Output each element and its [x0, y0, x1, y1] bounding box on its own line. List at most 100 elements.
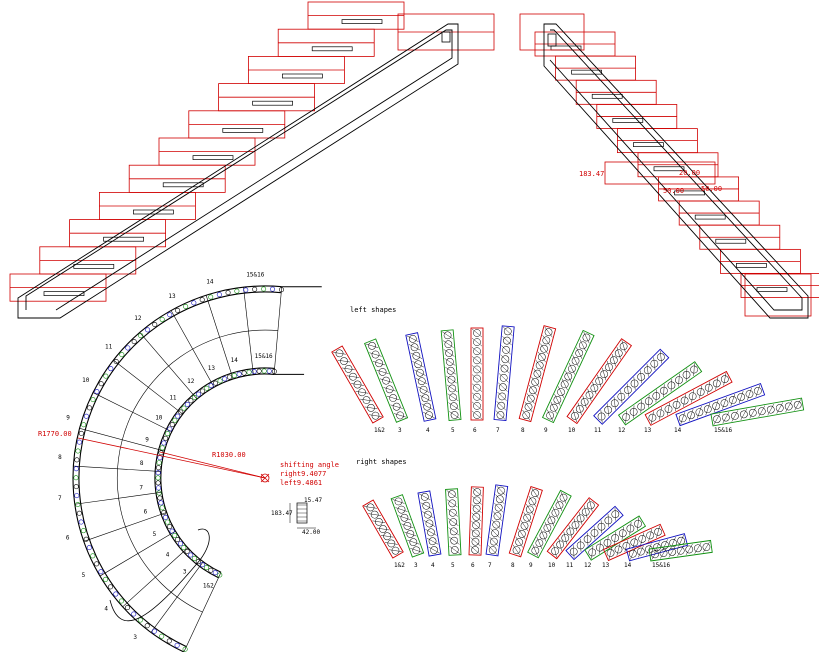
strip-hole	[403, 522, 412, 530]
strip-hole	[646, 531, 655, 540]
strip-cross	[470, 529, 481, 538]
strip-cross	[660, 350, 662, 364]
outer-baluster	[124, 605, 130, 611]
strip-hole	[704, 383, 713, 392]
strip-cross	[368, 513, 382, 516]
strip-cross	[620, 390, 623, 404]
strip-hole	[471, 529, 480, 538]
strip-hole	[450, 536, 459, 545]
outer-baluster	[278, 287, 284, 293]
strip-cross	[425, 529, 437, 536]
strip-cross	[522, 409, 531, 421]
strip-cross	[502, 336, 512, 346]
strip-cross	[614, 531, 617, 545]
strip-label: 8	[521, 427, 525, 434]
strip-hole	[603, 538, 612, 547]
strip-hole	[528, 497, 537, 506]
strip-hole	[449, 402, 458, 411]
strip-cross	[723, 372, 727, 386]
strip-hole	[444, 340, 453, 349]
strip-cross	[390, 404, 403, 409]
inner-baluster	[184, 548, 190, 554]
shape-strip	[584, 515, 647, 561]
shape-strip	[518, 325, 557, 423]
strip-hole	[728, 396, 737, 404]
tread-plate	[192, 155, 234, 160]
strip-cross	[542, 335, 551, 346]
strip-outline	[566, 338, 633, 425]
strip-cross	[515, 536, 523, 548]
strip-outline	[331, 345, 384, 424]
strip-hole	[610, 399, 619, 408]
outer-step-label: 6	[66, 535, 70, 542]
strip-hole	[427, 528, 435, 537]
tread-line	[183, 572, 222, 653]
strip-cross	[592, 381, 597, 395]
shape-strip	[527, 489, 572, 559]
strip-hole	[754, 387, 762, 395]
strip-hole	[494, 503, 503, 512]
strip-cross	[547, 409, 554, 422]
strip-hole	[525, 505, 534, 514]
strip-hole	[578, 341, 587, 350]
strip-cross	[471, 374, 483, 383]
inner-baluster	[192, 394, 198, 400]
strip-hole	[416, 368, 424, 377]
strip-hole	[488, 546, 497, 554]
strip-cross	[471, 347, 483, 356]
strip-cross	[494, 502, 504, 513]
shape-strip	[710, 397, 805, 427]
strip-label: 5	[451, 562, 455, 569]
inner-baluster	[175, 537, 181, 543]
strip-hole	[412, 351, 421, 360]
strip-cross	[376, 527, 390, 531]
outer-baluster	[145, 327, 151, 333]
shape-strip	[566, 338, 633, 425]
strip-cross	[638, 545, 644, 558]
outer-baluster	[108, 366, 114, 372]
strip-hole	[634, 519, 642, 528]
strip-hole	[630, 538, 639, 547]
strip-outline	[508, 486, 543, 558]
shape-strip	[362, 499, 404, 559]
strip-cross	[372, 520, 386, 523]
strip-hole	[664, 405, 673, 413]
strip-cross	[333, 352, 346, 355]
inner-baluster	[164, 519, 170, 525]
strip-hole	[371, 350, 380, 359]
strip-cross	[578, 512, 583, 525]
strip-cross	[526, 504, 534, 515]
outer-baluster	[159, 316, 165, 322]
stringer-outer	[17, 23, 459, 319]
strip-hole	[473, 496, 481, 505]
strip-hole	[618, 529, 627, 538]
strip-outline	[362, 499, 404, 559]
strip-hole	[687, 411, 695, 420]
strip-cross	[423, 520, 436, 527]
shift-right-label: right9.4077	[280, 470, 326, 478]
strip-hole	[628, 549, 637, 558]
center-cross	[260, 473, 270, 483]
shape-strip	[508, 486, 543, 558]
strip-cross	[379, 378, 393, 383]
tread-plate	[341, 19, 383, 24]
strip-cross	[685, 543, 693, 556]
strip-label: 10	[568, 427, 576, 434]
strip-label: 1&2	[374, 427, 385, 434]
strip-cross	[758, 405, 766, 417]
shape-strip	[546, 497, 600, 560]
inner-baluster	[155, 480, 161, 486]
strip-cross	[587, 388, 592, 402]
strip-cross	[364, 506, 377, 509]
strip-hole	[703, 405, 712, 414]
strip-hole	[473, 329, 481, 337]
strip-hole	[637, 373, 645, 381]
inner-baluster	[200, 388, 206, 394]
strip-cross	[633, 405, 635, 419]
tread-line	[83, 512, 167, 542]
strip-cross	[448, 402, 460, 410]
outer-baluster	[225, 290, 231, 296]
strip-hole	[694, 544, 702, 553]
